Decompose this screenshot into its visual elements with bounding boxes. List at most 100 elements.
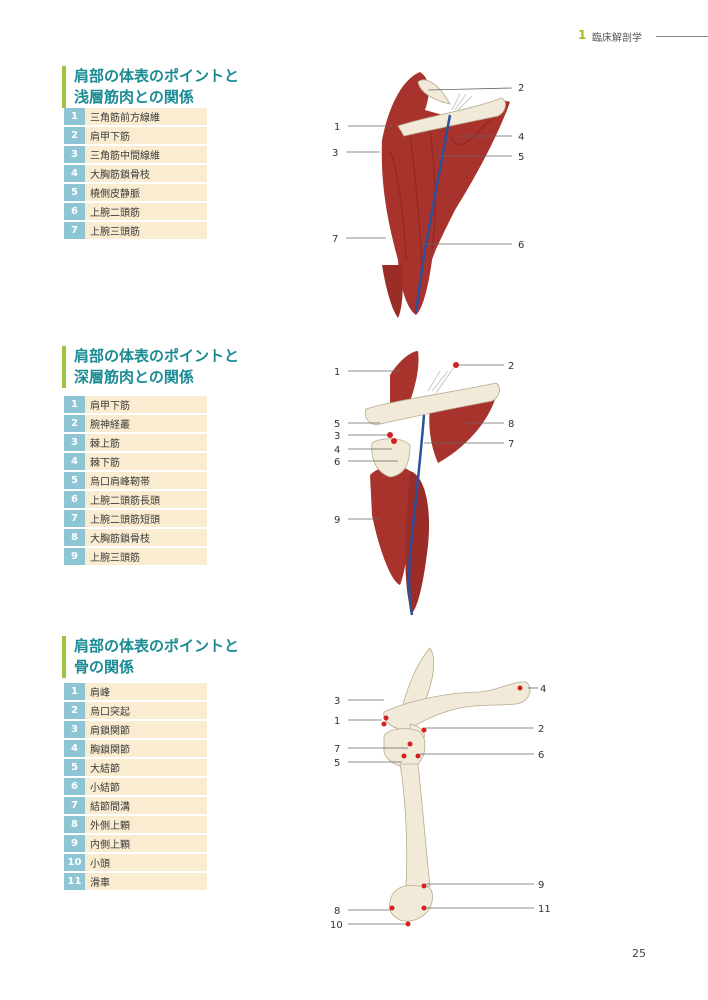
- callout-label: 7: [508, 439, 514, 450]
- callout-label: 7: [334, 744, 340, 755]
- acromion-marker: [381, 721, 387, 727]
- legend-number: 4: [64, 452, 85, 472]
- legend-label: 結節間溝: [85, 796, 207, 816]
- figure-deep-muscles: [320, 345, 540, 625]
- callout-label: 4: [540, 684, 546, 695]
- humeral-head-bone: [371, 438, 411, 478]
- subscapularis-muscle: [390, 351, 419, 405]
- bone-illustration: [381, 647, 531, 927]
- callout-line: [427, 87, 513, 91]
- coracoid-marker: [421, 727, 427, 733]
- header-rule: [656, 36, 708, 37]
- legend-label: 小頭: [85, 853, 207, 873]
- legend-number: 2: [64, 701, 85, 721]
- section-title-line2: 浅層筋肉との関係: [74, 88, 194, 106]
- legend-label: 橈側皮静脈: [85, 183, 207, 203]
- legend-label: 肩峰: [85, 683, 207, 702]
- capitulum-marker: [405, 921, 411, 927]
- legend-number: 11: [64, 872, 85, 892]
- legend-label: 大胸筋鎖骨枝: [85, 164, 207, 184]
- callouts-superficial: 2 1 3 4 5 6 7: [332, 83, 524, 251]
- legend-number: 1: [64, 396, 85, 415]
- legend-number: 4: [64, 164, 85, 184]
- callout-label: 2: [508, 361, 514, 372]
- legend-number: 1: [64, 683, 85, 702]
- callout-label: 6: [538, 750, 544, 761]
- callout-label: 5: [518, 152, 524, 163]
- callout-label: 1: [334, 367, 340, 378]
- legend-number: 3: [64, 145, 85, 165]
- legend-label: 上腕三頭筋: [85, 547, 207, 567]
- legend-number: 9: [64, 834, 85, 854]
- section-title-line1: 肩部の体表のポイントと: [74, 637, 240, 655]
- intertubercular-groove-marker: [407, 741, 413, 747]
- legend-number: 6: [64, 490, 85, 510]
- section-title-deep: 肩部の体表のポイントと 深層筋肉との関係: [62, 346, 284, 388]
- legend-number: 1: [64, 108, 85, 127]
- legend-number: 6: [64, 777, 85, 797]
- section-title-line1: 肩部の体表のポイントと: [74, 67, 240, 85]
- triceps-muscle: [382, 265, 403, 318]
- legend-label: 小結節: [85, 777, 207, 797]
- legend-label: 腕神経叢: [85, 414, 207, 434]
- callout-label: 3: [334, 431, 340, 442]
- callout-label: 1: [334, 122, 340, 133]
- legend-number: 5: [64, 758, 85, 778]
- legend-number: 2: [64, 414, 85, 434]
- legend-label: 烏口突起: [85, 701, 207, 721]
- callout-label: 4: [334, 445, 340, 456]
- trochlea-marker: [421, 905, 427, 911]
- callout-label: 9: [538, 880, 544, 891]
- section-title-line1: 肩部の体表のポイントと: [74, 347, 240, 365]
- legend-label: 滑車: [85, 872, 207, 892]
- legend-label: 肩鎖関節: [85, 720, 207, 740]
- callout-label: 6: [518, 240, 524, 251]
- legend-number: 2: [64, 126, 85, 146]
- legend-number: 8: [64, 528, 85, 548]
- callout-label: 5: [334, 758, 340, 769]
- callout-label: 11: [538, 904, 551, 915]
- callout-label: 5: [334, 419, 340, 430]
- legend-number: 9: [64, 547, 85, 567]
- chapter-number: 1: [578, 28, 587, 42]
- page-number: 25: [632, 947, 646, 960]
- brachial-plexus-marker: [453, 362, 459, 368]
- legend-label: 棘上筋: [85, 433, 207, 453]
- chapter-title: 臨床解剖学: [592, 33, 642, 44]
- deep-muscle-illustration: [364, 351, 500, 616]
- biceps-muscle: [405, 471, 430, 613]
- legend-label: 外側上顆: [85, 815, 207, 835]
- callout-label: 9: [334, 515, 340, 526]
- legend-label: 三角筋前方線維: [85, 108, 207, 127]
- legend-number: 4: [64, 739, 85, 759]
- callout-label: 2: [518, 83, 524, 94]
- legend-label: 上腕三頭筋: [85, 221, 207, 241]
- figure-bones: [320, 640, 560, 940]
- callout-label: 8: [334, 906, 340, 917]
- legend-number: 7: [64, 221, 85, 241]
- lesser-tubercle-marker: [415, 753, 421, 759]
- legend-label: 肩甲下筋: [85, 126, 207, 146]
